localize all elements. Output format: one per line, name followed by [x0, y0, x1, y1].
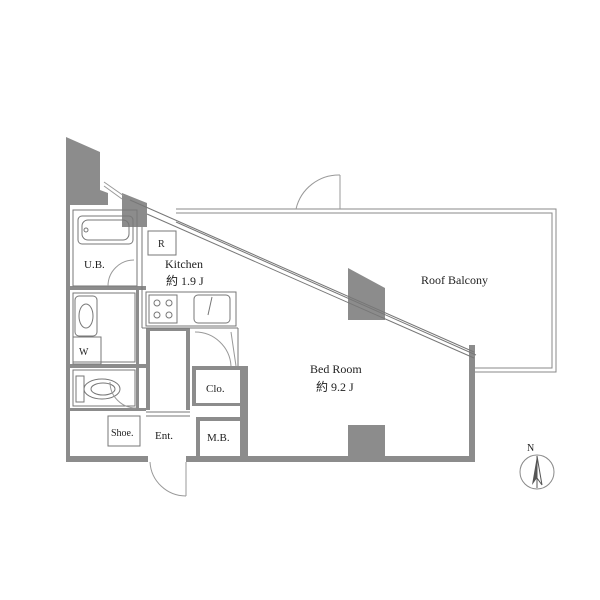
walls: [66, 137, 475, 462]
entrance-door-swing: [149, 461, 187, 497]
meter-box-label: M.B.: [207, 432, 230, 444]
toilet: [75, 375, 121, 403]
north-label: N: [527, 443, 534, 454]
roof-balcony-outline: [176, 208, 557, 373]
kitchen-area: 約 1.9 J: [166, 273, 204, 288]
entrance-label: Ent.: [155, 430, 173, 442]
closet-label: Clo.: [206, 383, 225, 395]
interior-lines: [72, 199, 477, 447]
ub-label: U.B.: [84, 259, 105, 271]
bedroom-door-swing: [194, 331, 237, 367]
toilet-door-swing: [109, 381, 137, 409]
refrigerator-label: R: [158, 239, 165, 250]
ub-door-swing: [107, 259, 135, 287]
bedroom-area: 約 9.2 J: [316, 379, 354, 394]
washer-space: [72, 336, 102, 365]
north-arrow-icon: [519, 454, 555, 490]
balcony-label: Roof Balcony: [421, 273, 488, 287]
shoe-label: Shoe.: [111, 428, 134, 439]
washer-label: W: [79, 347, 89, 358]
washbasin: [74, 295, 98, 337]
bedroom-label: Bed Room: [310, 362, 362, 376]
kitchen-counter: [145, 291, 237, 327]
refrigerator-space: [147, 230, 177, 256]
kitchen-label: Kitchen: [165, 257, 203, 271]
bathtub: [77, 215, 134, 245]
small-window: [103, 181, 125, 200]
balcony-door-swing: [295, 174, 341, 210]
